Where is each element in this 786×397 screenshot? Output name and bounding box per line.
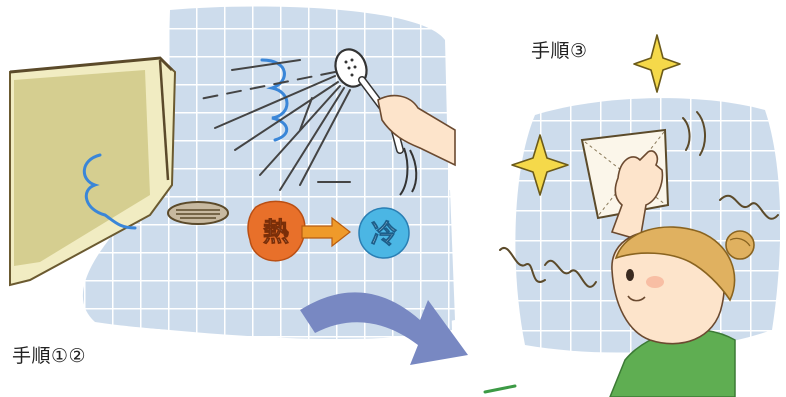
- water-spray: [194, 59, 351, 191]
- motion-lines: [499, 111, 779, 288]
- decorative-stroke: [483, 384, 517, 394]
- hot-badge-label: 熱: [263, 218, 289, 248]
- transition-arrow-icon: [300, 292, 468, 365]
- cold-badge-label: 冷: [371, 219, 397, 250]
- cold-badge: [358, 207, 410, 259]
- arrow-icon: [301, 216, 351, 248]
- hot-badge: [247, 200, 306, 262]
- bathtub: [9, 56, 177, 287]
- step-3-label: 手順③: [531, 40, 588, 62]
- hand-wiping: [610, 150, 664, 242]
- woman-figure: [609, 226, 755, 397]
- step-1-2-label: 手順①②: [12, 345, 87, 367]
- drain-icon: [167, 201, 229, 225]
- hand-holding-shower: [377, 94, 456, 196]
- sparkle-icon: [511, 34, 681, 196]
- steam-icon: [82, 58, 289, 230]
